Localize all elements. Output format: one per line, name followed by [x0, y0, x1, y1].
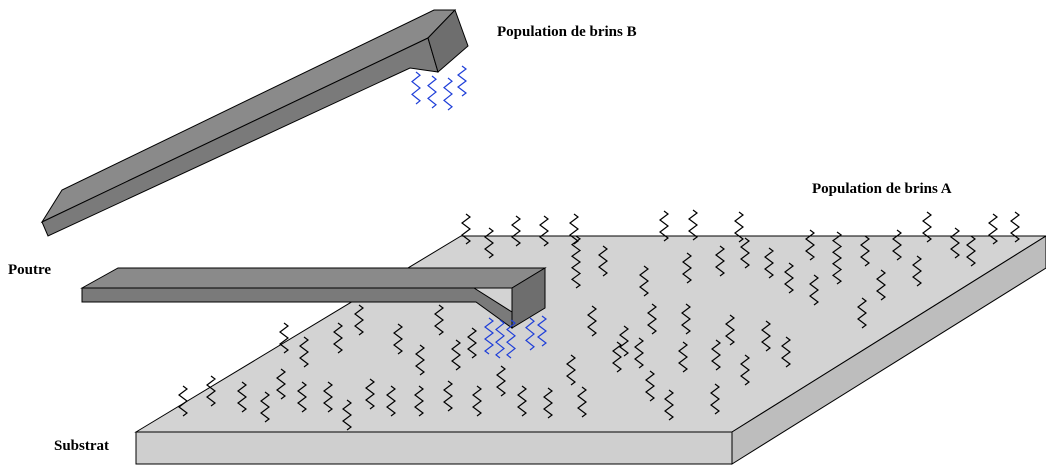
strand-icon — [922, 211, 932, 243]
label-population-b: Population de brins B — [497, 24, 637, 40]
strand-icon — [537, 315, 547, 347]
upper-beam-top-face — [40, 9, 457, 224]
strand-icon — [860, 235, 870, 267]
strand-icon — [427, 75, 437, 109]
strand-population-b-lower — [484, 315, 547, 359]
lower-beam — [80, 267, 547, 329]
strand-icon — [587, 305, 597, 337]
lower-beam-end-face — [511, 267, 546, 329]
strand-icon — [539, 215, 549, 247]
strand-icon — [525, 317, 535, 351]
strand-icon — [688, 209, 698, 241]
strand-icon — [570, 235, 582, 289]
strand-icon — [639, 265, 649, 297]
strand-icon — [912, 255, 922, 287]
strand-icon — [569, 213, 579, 245]
substrate-side-face — [731, 235, 1046, 465]
strand-icon — [682, 252, 692, 284]
strand-icon — [876, 269, 886, 301]
strand-icon — [715, 245, 725, 277]
strand-icon — [451, 339, 461, 371]
substrate — [134, 235, 1046, 465]
strand-icon — [206, 375, 216, 407]
strand-icon — [645, 370, 655, 402]
strand-icon — [711, 339, 721, 371]
strand-icon — [354, 304, 364, 336]
strand-icon — [411, 71, 421, 105]
strand-icon — [443, 380, 453, 412]
strand-icon — [276, 368, 286, 400]
strand-icon — [323, 381, 333, 413]
strand-icon — [598, 245, 608, 277]
strand-icon — [434, 304, 444, 336]
strand-icon — [461, 213, 471, 245]
strand-icon — [678, 341, 688, 373]
strand-icon — [566, 354, 576, 386]
strand-icon — [1010, 211, 1020, 243]
strand-population-b-upper — [411, 65, 467, 111]
strand-icon — [415, 344, 425, 376]
strand-icon — [761, 320, 771, 352]
strand-icon — [299, 336, 309, 368]
strand-icon — [393, 323, 403, 355]
strand-icon — [414, 385, 424, 417]
strand-icon — [484, 317, 494, 355]
strand-icon — [734, 211, 744, 243]
strand-icon — [517, 385, 527, 417]
strand-icon — [619, 325, 629, 357]
strand-icon — [634, 337, 644, 369]
strand-icon — [467, 327, 477, 359]
strand-population-a — [178, 209, 1020, 431]
strand-icon — [577, 386, 587, 418]
strand-icon — [809, 274, 819, 306]
strand-icon — [784, 262, 794, 294]
strand-icon — [511, 215, 521, 247]
strand-icon — [805, 229, 815, 261]
strand-icon — [664, 389, 674, 421]
strand-icon — [472, 385, 482, 417]
strand-icon — [647, 303, 657, 335]
strand-icon — [484, 227, 494, 259]
strand-icon — [740, 354, 750, 386]
label-population-a: Population de brins A — [812, 181, 952, 197]
strand-icon — [725, 314, 735, 346]
strand-icon — [831, 231, 843, 285]
strand-icon — [506, 319, 516, 359]
strand-icon — [297, 381, 307, 413]
strand-icon — [495, 319, 505, 359]
strand-icon — [178, 385, 188, 417]
upper-beam — [40, 9, 469, 237]
lower-beam-top-face — [80, 267, 547, 289]
strand-icon — [950, 227, 960, 259]
strand-icon — [342, 399, 352, 431]
strand-icon — [365, 378, 375, 410]
strand-icon — [764, 247, 774, 279]
substrate-front-face — [135, 431, 733, 465]
strand-icon — [612, 341, 622, 373]
strand-icon — [681, 303, 691, 335]
strand-icon — [857, 297, 867, 329]
strand-icon — [659, 210, 669, 242]
strand-icon — [496, 365, 506, 397]
strand-icon — [457, 65, 467, 97]
label-poutre: Poutre — [8, 262, 52, 278]
strand-icon — [892, 229, 902, 261]
label-substrat: Substrat — [54, 438, 110, 454]
upper-beam-front-face — [41, 37, 439, 237]
strand-icon — [988, 213, 998, 245]
strand-icon — [966, 235, 976, 267]
strand-icon — [710, 383, 720, 415]
strand-icon — [543, 387, 553, 419]
strand-icon — [333, 322, 343, 354]
strand-icon — [740, 237, 750, 269]
strand-icon — [260, 391, 270, 423]
upper-beam-end-face — [427, 9, 469, 73]
strand-icon — [386, 385, 396, 417]
strand-icon — [237, 381, 247, 413]
strand-icon — [781, 336, 791, 368]
strand-icon — [443, 77, 453, 111]
strand-icon — [279, 322, 289, 354]
